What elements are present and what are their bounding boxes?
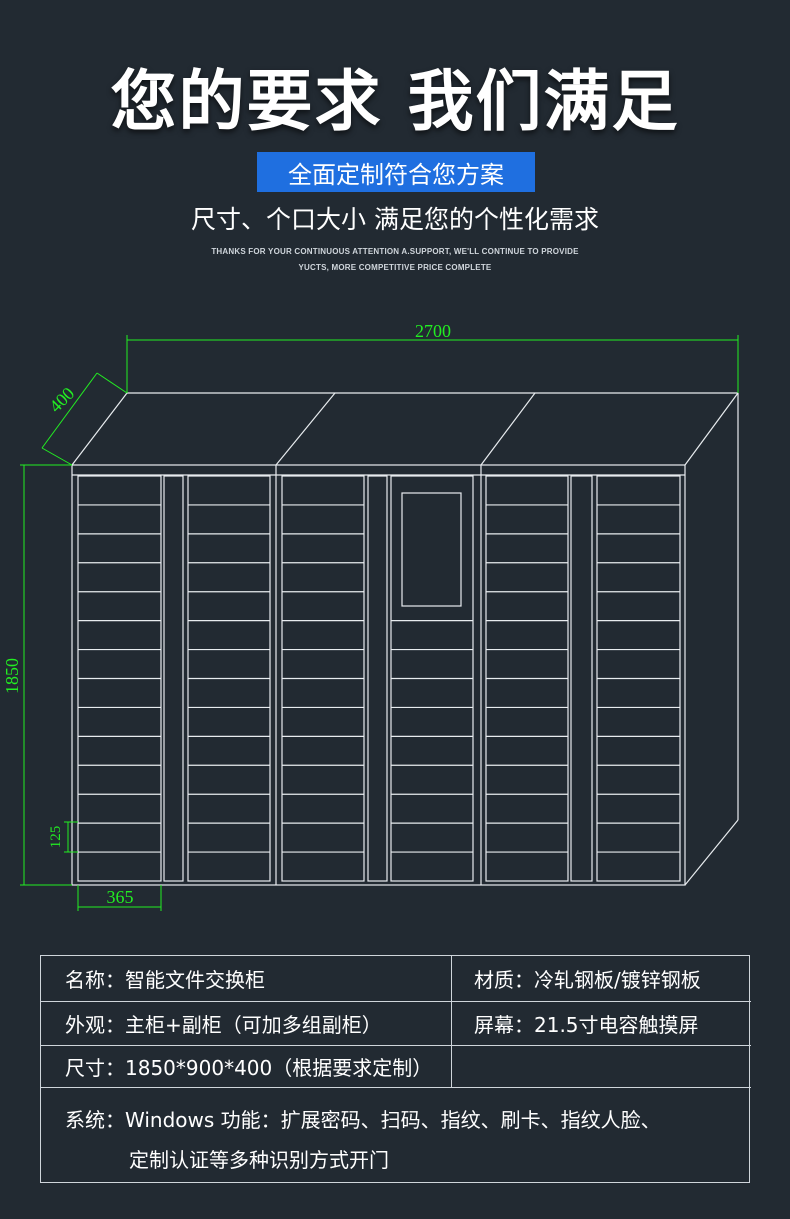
dim-door-height-label: 125 [48, 826, 64, 849]
dim-depth-line [41, 372, 98, 449]
pillar-2 [367, 475, 388, 882]
spec-appearance: 外观：主柜+副柜（可加多组副柜） [41, 1002, 452, 1046]
dim-width-label: 2700 [415, 321, 451, 341]
spec-system: 系统：Windows 功能：扩展密码、扫码、指纹、刷卡、指纹人脸、 定制认证等多… [41, 1088, 751, 1184]
spec-system-line-1: Windows 功能：扩展密码、扫码、指纹、刷卡、指纹人脸、 [125, 1108, 661, 1132]
spec-name: 名称：智能文件交换柜 [41, 956, 452, 1002]
top-right-edge [684, 392, 739, 466]
spec-system-line-2: 定制认证等多种识别方式开门 [129, 1148, 389, 1172]
dim-depth-ext-bottom [41, 447, 73, 466]
english-note-line-1: THANKS FOR YOUR CONTINUOUS ATTENTION A.S… [211, 247, 579, 256]
top-left-edge [71, 392, 128, 466]
spec-system-label: 系统： [65, 1108, 125, 1132]
spec-size: 尺寸：1850*900*400（根据要求定制） [41, 1046, 452, 1088]
touch-screen [401, 492, 462, 607]
spec-table: 名称：智能文件交换柜 材质：冷轧钢板/镀锌钢板 外观：主柜+副柜（可加多组副柜）… [40, 955, 751, 1184]
page-title: 您的要求 我们满足 [110, 63, 680, 140]
english-note-line-2: YUCTS, MORE COMPETITIVE PRICE COMPLETE [298, 263, 492, 272]
locker-technical-drawing: 2700 400 1850 125 365 [2, 321, 739, 911]
side-bottom-edge [684, 819, 739, 886]
dim-depth-ext-top [96, 372, 128, 394]
spec-screen: 屏幕：21.5寸电容触摸屏 [452, 1002, 751, 1046]
spec-material: 材质：冷轧钢板/镀锌钢板 [452, 956, 751, 1002]
custom-badge: 全面定制符合您方案 [257, 152, 535, 192]
dim-door-width-label: 365 [107, 887, 134, 907]
front-face [71, 464, 686, 886]
dim-depth-label: 400 [45, 383, 78, 416]
pillar-1 [163, 475, 184, 882]
subtitle: 尺寸、个口大小 满足您的个性化需求 [191, 205, 599, 234]
locker-cabinet-outline [71, 392, 739, 886]
top-divider-2 [480, 392, 536, 466]
top-divider-1 [275, 392, 336, 466]
pillar-3 [570, 475, 593, 882]
dimension-lines [20, 335, 739, 911]
spec-empty [452, 1046, 751, 1088]
dim-height-label: 1850 [2, 658, 22, 694]
